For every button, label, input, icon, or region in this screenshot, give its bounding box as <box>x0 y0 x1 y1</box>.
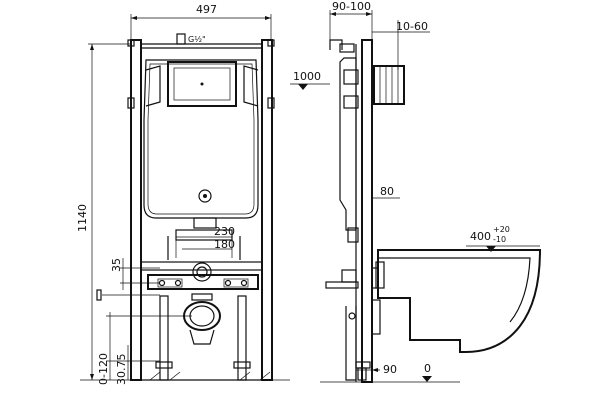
side-waste-pipe <box>371 299 381 335</box>
cistern-tank <box>143 59 259 219</box>
side-frame-rail <box>361 39 373 383</box>
cistern-side <box>339 57 357 231</box>
mounting-bar <box>147 274 259 290</box>
side-view: 90-100 10-60 1000 80 <box>290 0 542 383</box>
right-leg <box>237 295 247 381</box>
front-view: 497 G½" 230 <box>76 3 290 385</box>
dim-80-label: 80 <box>380 185 394 198</box>
dim-35-label: 35 <box>110 258 123 272</box>
flush-plate-opening <box>167 61 237 107</box>
frame-right-rail <box>261 39 273 381</box>
waste-inlet <box>192 262 212 282</box>
dim-90-label: 90 <box>383 363 397 376</box>
dim-30-75-label: 30.75 <box>115 354 128 386</box>
toilet-bowl <box>377 249 542 353</box>
dim-180-label: 180 <box>214 238 235 251</box>
bowl-tol-minus: -10 <box>493 235 506 244</box>
dim-230-label: 230 <box>214 225 235 238</box>
floor-level-label: 0 <box>424 362 431 375</box>
flush-plate-side <box>373 65 405 105</box>
width-label: 497 <box>196 3 217 16</box>
inlet-label: G½" <box>188 35 206 44</box>
side-range-label: 10-60 <box>396 20 428 33</box>
left-leg <box>159 295 169 381</box>
frame-left-rail <box>130 39 142 381</box>
height-label: 1140 <box>76 204 89 232</box>
bowl-tol-plus: +20 <box>493 225 510 234</box>
level-1000-label: 1000 <box>293 70 321 83</box>
bowl-height-label: 400 <box>470 230 491 243</box>
top-depth-label: 90-100 <box>332 0 371 13</box>
